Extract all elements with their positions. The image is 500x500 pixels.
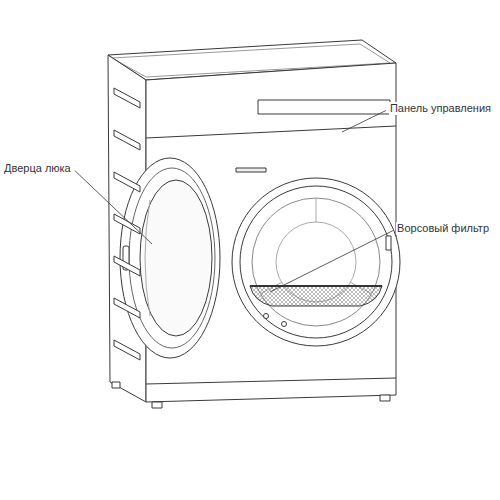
door-glass bbox=[140, 180, 212, 336]
door-opening-rim bbox=[232, 178, 400, 346]
door-ring bbox=[129, 168, 215, 348]
foot bbox=[380, 395, 390, 401]
foot bbox=[112, 382, 120, 388]
lint-filter bbox=[250, 286, 382, 306]
side-vent bbox=[114, 172, 140, 192]
control-display bbox=[258, 100, 390, 114]
screw bbox=[282, 322, 287, 327]
glass-reflection bbox=[145, 200, 150, 316]
leader-line bbox=[75, 171, 152, 245]
side-vent bbox=[114, 88, 140, 108]
door-opening bbox=[240, 186, 392, 338]
lint-filter-rim bbox=[250, 285, 382, 287]
leader-line bbox=[342, 111, 386, 133]
screw bbox=[264, 314, 269, 319]
part-label: Ворсовый фильтр bbox=[396, 222, 490, 235]
part-label: Дверца люка bbox=[3, 162, 72, 175]
door-lock bbox=[386, 236, 391, 250]
drum-lifters bbox=[260, 198, 372, 294]
plinth-line bbox=[146, 378, 396, 384]
side-vent bbox=[114, 340, 140, 360]
side-vent bbox=[114, 130, 140, 150]
side-vent bbox=[114, 298, 140, 318]
leader-line bbox=[270, 231, 393, 293]
foot bbox=[152, 402, 162, 408]
part-label: Панель управления bbox=[389, 102, 492, 115]
drum-seal-mark bbox=[236, 168, 266, 172]
side-vent bbox=[114, 256, 140, 276]
panel-band bbox=[146, 126, 396, 138]
drum bbox=[252, 198, 380, 326]
side-vent bbox=[114, 214, 140, 234]
